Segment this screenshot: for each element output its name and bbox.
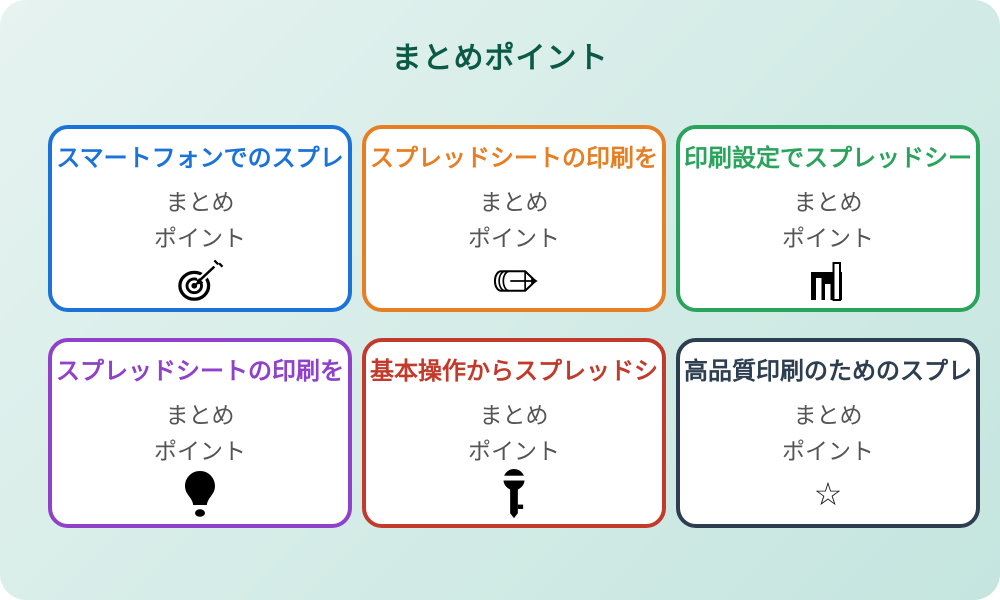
summary-cards-grid: スマートフォンでのスプレ まとめ ポイント スプレッドシートの印刷を まとめ ポ… xyxy=(48,125,980,528)
card-subtext: まとめ ポイント xyxy=(154,189,246,252)
lightbulb-icon xyxy=(182,469,218,519)
summary-card-print[interactable]: スプレッドシートの印刷を まとめ ポイント xyxy=(362,125,666,312)
bar-chart-icon xyxy=(808,256,848,306)
card-subtext: まとめ ポイント xyxy=(468,402,560,465)
target-dart-icon xyxy=(176,256,224,306)
card-title: 高品質印刷のためのスプレ xyxy=(684,358,972,385)
card-subtext: まとめ ポイント xyxy=(468,189,560,252)
card-title: 印刷設定でスプレッドシー xyxy=(684,145,972,172)
card-title: 基本操作からスプレッドシ xyxy=(370,358,658,385)
page-title: まとめポイント xyxy=(391,42,609,75)
card-subtext: まとめ ポイント xyxy=(782,402,874,465)
summary-card-spreadsheet-print[interactable]: スプレッドシートの印刷を まとめ ポイント xyxy=(48,338,352,528)
card-subtext: まとめ ポイント xyxy=(154,402,246,465)
summary-card-settings[interactable]: 印刷設定でスプレッドシー まとめ ポイント xyxy=(676,125,980,312)
card-title: スプレッドシートの印刷を xyxy=(370,145,658,172)
card-subtext: まとめ ポイント xyxy=(782,189,874,252)
summary-card-smartphone[interactable]: スマートフォンでのスプレ まとめ ポイント xyxy=(48,125,352,312)
card-title: スマートフォンでのスプレ xyxy=(56,145,344,172)
key-icon xyxy=(499,469,529,519)
pencil-icon xyxy=(488,256,540,306)
star-icon: ☆ xyxy=(813,476,843,513)
card-title: スプレッドシートの印刷を xyxy=(56,358,344,385)
summary-card-quality[interactable]: 高品質印刷のためのスプレ まとめ ポイント ☆ xyxy=(676,338,980,528)
summary-card-basics[interactable]: 基本操作からスプレッドシ まとめ ポイント xyxy=(362,338,666,528)
